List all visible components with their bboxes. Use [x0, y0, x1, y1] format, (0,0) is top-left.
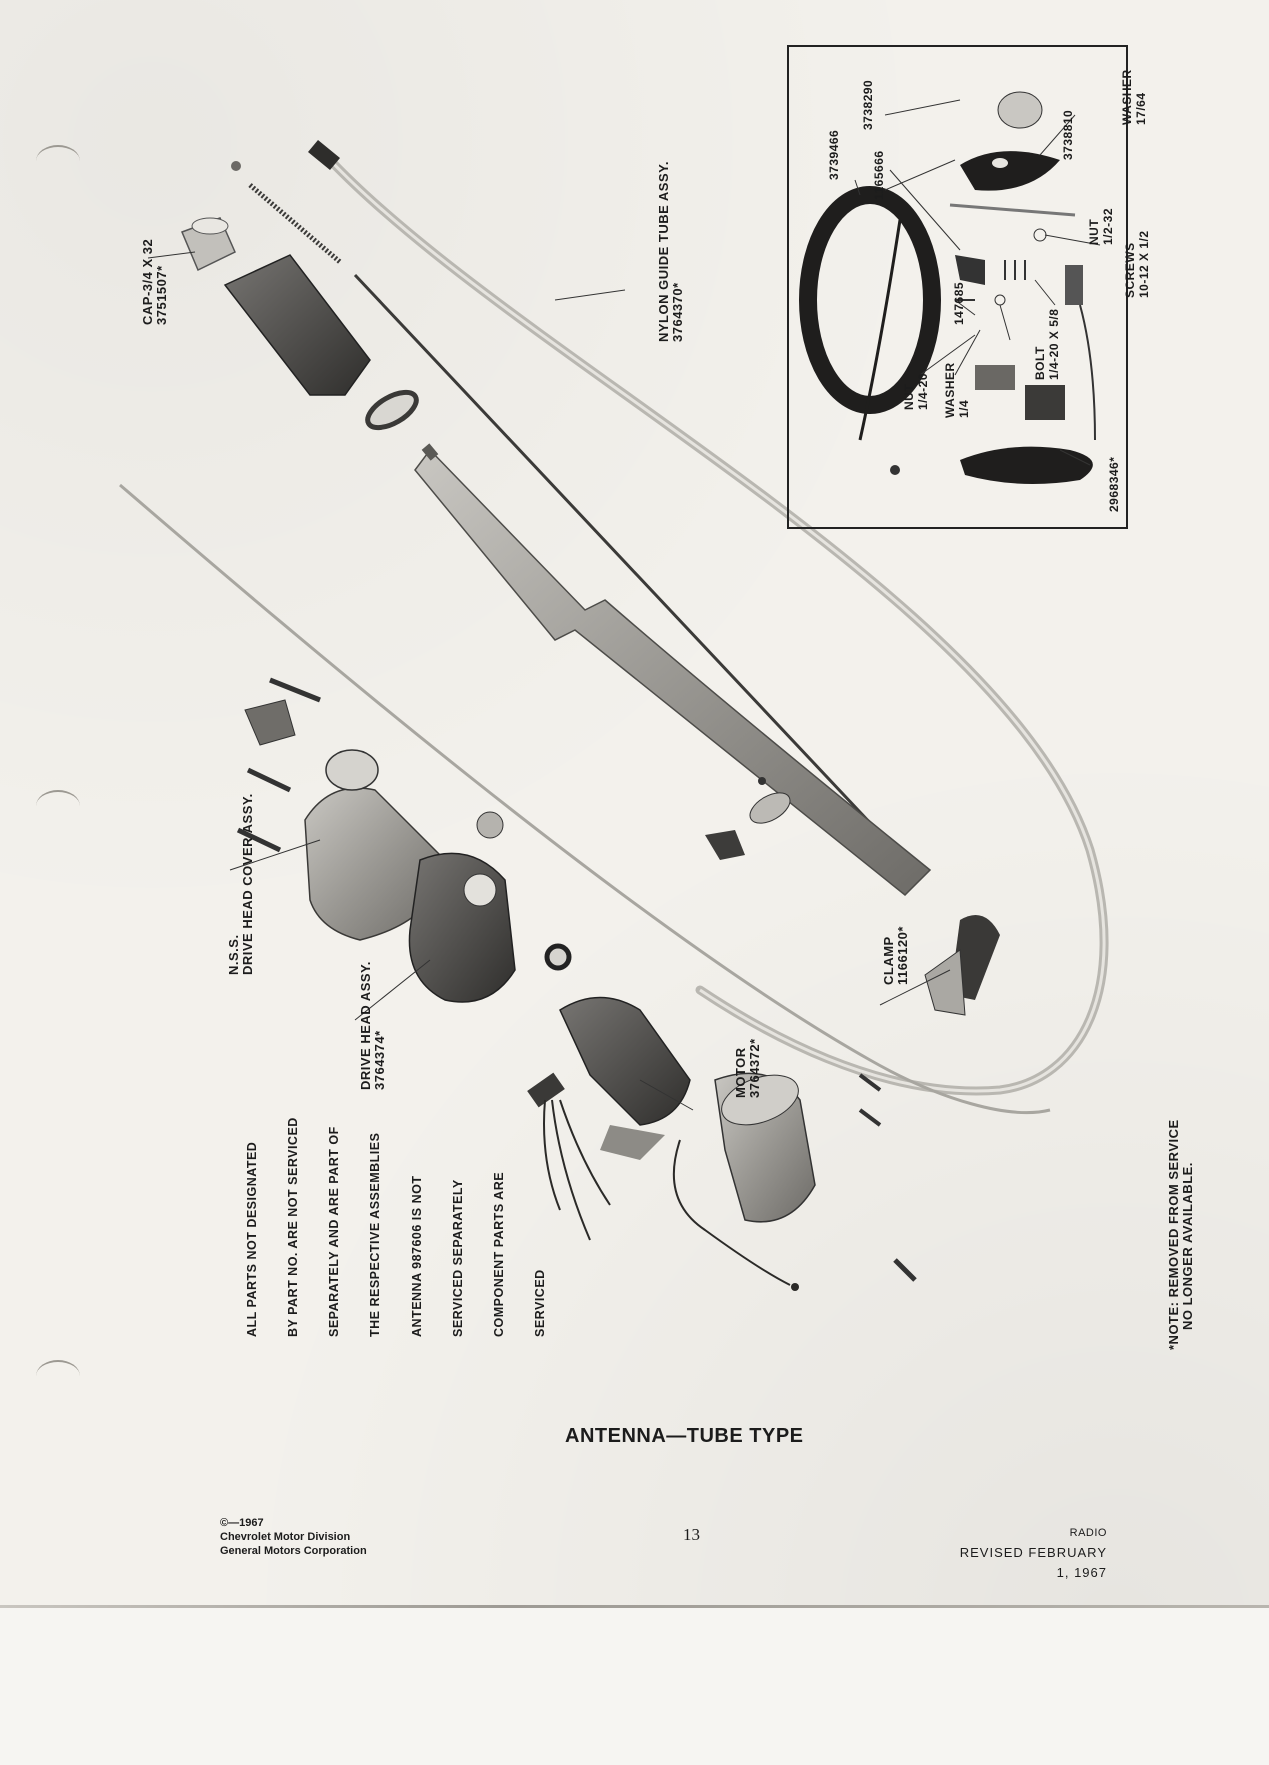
label-drive-head: DRIVE HEAD ASSY.3764374*: [357, 961, 387, 1090]
mount-nut: [705, 830, 745, 860]
section-name: RADIO: [1069, 1527, 1107, 1539]
escutcheon-housing: [223, 254, 371, 396]
division-name: Chevrolet Motor Division: [220, 1530, 351, 1543]
inset-switch: [955, 255, 985, 285]
lead-cable: [119, 483, 1051, 1114]
antenna-tube-body: [414, 448, 932, 897]
mast-spring: [248, 183, 342, 264]
mount-bracket: [749, 792, 791, 824]
footer-copyright: ©—1967 Chevrolet Motor Division General …: [220, 1517, 367, 1558]
tube-tip: [421, 443, 439, 461]
cover-screw-1: [269, 677, 321, 703]
cover-screw-3: [236, 827, 282, 853]
housing-screw: [893, 1258, 917, 1282]
label-3739466: 3739466: [827, 129, 841, 180]
inset-parts-box: [787, 45, 1128, 529]
page-number: 13: [683, 1525, 700, 1544]
inset-cable-coil: [799, 186, 941, 414]
punch-hole-bottom: [36, 1360, 80, 1392]
inset-connector: [1065, 265, 1083, 305]
inset-bezel-1: [997, 91, 1043, 129]
cover-screw-2: [246, 767, 292, 793]
corporation-name: General Motors Corporation: [220, 1544, 367, 1557]
guide-tube-tip: [308, 140, 340, 170]
label-1165666: 1165666: [872, 150, 886, 200]
punch-hole-top: [36, 145, 80, 177]
antenna-mast: [353, 273, 907, 862]
bushing: [476, 811, 504, 839]
mast-ball: [231, 161, 241, 171]
label-drive-head-cover: N.S.S.DRIVE HEAD COVER ASSY.: [225, 793, 255, 975]
inset-bezel-2: [960, 151, 1060, 191]
motor-wires: [543, 1099, 611, 1241]
page-title: ANTENNA—TUBE TYPE: [565, 1425, 804, 1447]
motor-part: [559, 996, 691, 1126]
shim: [600, 1125, 665, 1160]
page-edge-line: [0, 1605, 1269, 1608]
motor-connector: [527, 1072, 565, 1108]
punch-hole-middle: [36, 790, 80, 822]
cover-stud: [244, 699, 296, 746]
inset-plate-2: [1025, 385, 1065, 420]
page-bottom-margin: [0, 1608, 1269, 1765]
revised-date: REVISED FEBRUARY 1, 1967: [959, 1544, 1107, 1581]
washer-ring: [544, 943, 572, 971]
label-3738810: 3738810: [1061, 109, 1075, 160]
copyright-year: ©—1967: [220, 1517, 264, 1529]
note-all-parts: ALL PARTS NOT DESIGNATED BY PART NO. ARE…: [244, 1117, 548, 1337]
inset-plate-1: [975, 365, 1015, 390]
label-2968346: 2968346*: [1107, 456, 1121, 512]
ground-wire: [672, 1139, 791, 1286]
label-3738290: 3738290: [861, 79, 875, 130]
inset-harness: [960, 446, 1093, 484]
label-nylon-guide-tube: NYLON GUIDE TUBE ASSY.3764370*: [655, 161, 685, 342]
label-147685: 147685: [952, 281, 966, 325]
drive-head-part: [408, 852, 516, 1003]
footer-revision: RADIO REVISED FEBRUARY 1, 1967: [945, 1525, 1107, 1584]
gasket: [365, 389, 419, 431]
